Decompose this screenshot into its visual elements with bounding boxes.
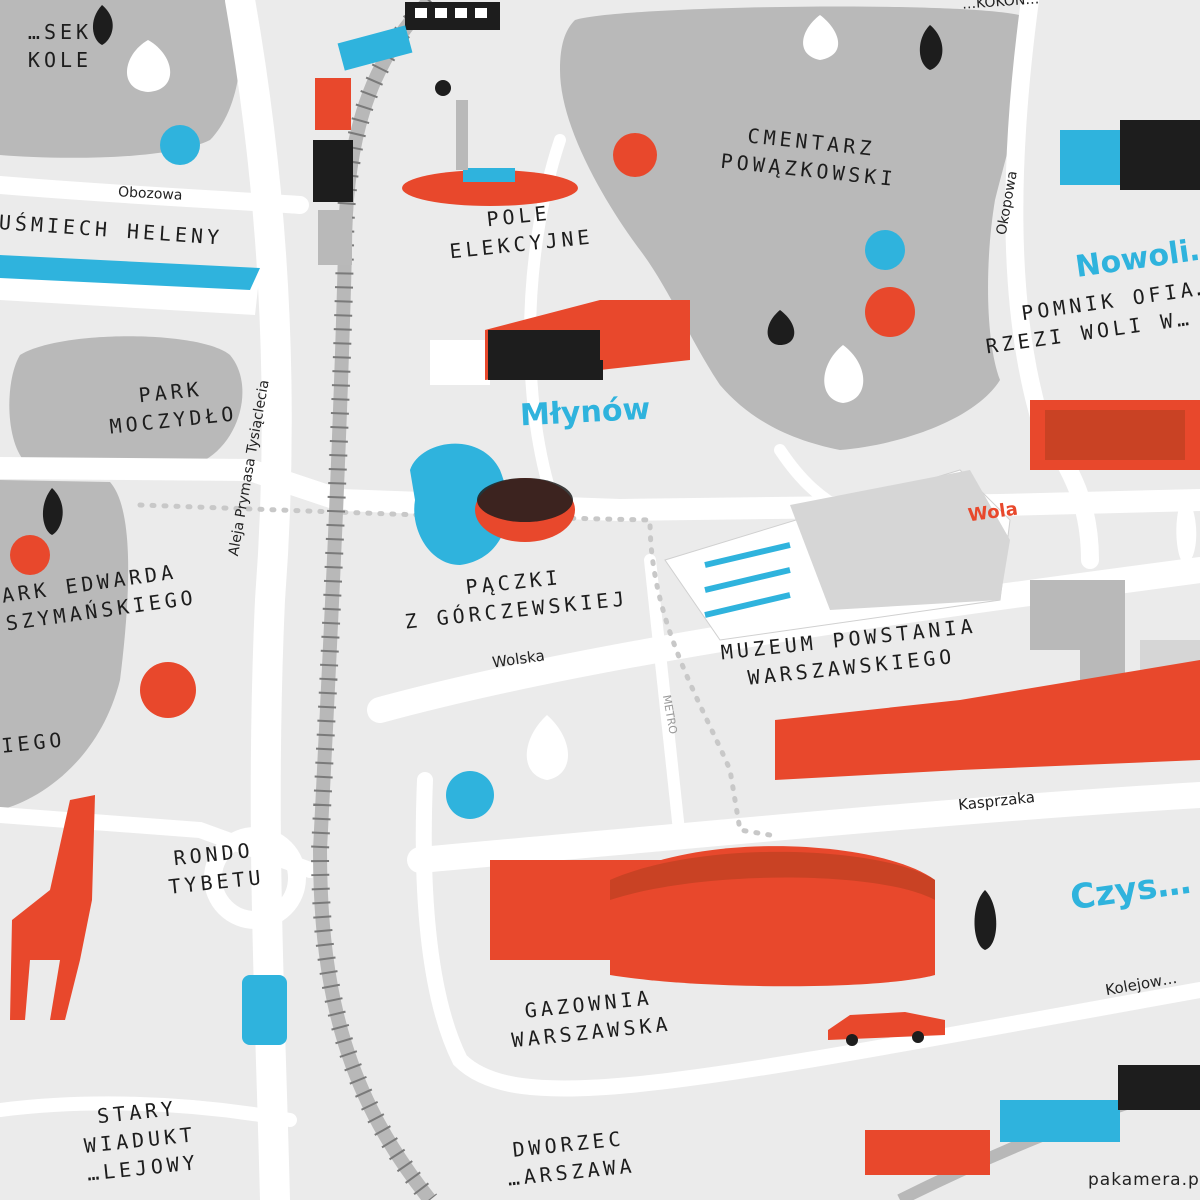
district-mlynow: Młynów [519,391,652,434]
giraffe [10,795,95,1020]
label-kosek-kole-line1: …SEK [27,20,93,44]
pole-elekcyjne-monument [402,80,578,206]
park-kole [0,0,241,158]
roundabout [204,827,306,929]
usmiech-heleny-building [0,255,260,315]
trees [10,5,1197,950]
metro-line [137,502,773,838]
railway [312,0,436,1200]
train-top [313,2,500,265]
label-kosek-kole: …SEK KOLE [0,18,120,74]
watermark: pakamera.pl [1088,1170,1200,1190]
label-kosek-kole-line2: KOLE [27,48,93,72]
paczki-hand [410,443,575,565]
pomnik-building [1030,400,1200,470]
cemetery-area [560,6,1030,451]
car-blue [242,975,287,1045]
street-obozowa: Obozowa [117,184,183,204]
mlynow-houses [430,300,690,385]
park-szymanskiego [0,480,129,810]
museum-building [664,469,1200,780]
train-bottom [865,1065,1200,1175]
car-red [828,1012,945,1046]
park-moczydlo [9,336,243,462]
gazownia-building [490,846,935,987]
nowolipki-building [1060,120,1200,190]
